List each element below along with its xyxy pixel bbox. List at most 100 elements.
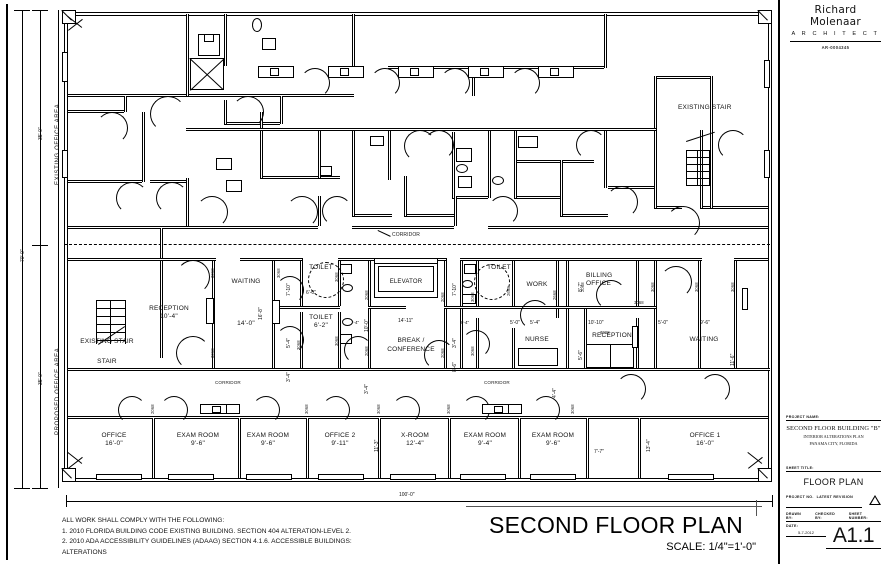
room-existing-stair-left: EXISTING STAIR existing-stair-left: [72, 338, 142, 346]
door-swing: [532, 396, 560, 424]
door-swing: [462, 330, 490, 358]
plan-title: SECOND FLOOR PLAN: [489, 512, 743, 538]
dim-2-4a: 2'-4": [350, 320, 360, 325]
door-swing: [286, 196, 318, 228]
room-reception-left: RECEPTION 10'-4": [134, 305, 204, 321]
room-dim: 16'-0": [696, 440, 714, 447]
corridor-label-main: CORRIDOR: [392, 232, 421, 238]
interior-wall: [68, 110, 124, 113]
interior-wall: [272, 258, 302, 261]
interior-wall: [636, 306, 656, 309]
dim-recep-r-w: 10'-10": [588, 320, 604, 326]
room-dim: 10'-4": [160, 313, 178, 320]
interior-wall: [636, 258, 639, 306]
door-swing: [176, 260, 210, 294]
room-dim: 9'-4": [478, 440, 492, 447]
interior-wall: [460, 368, 572, 371]
room-dim: 9'-6": [261, 440, 275, 447]
interior-wall: [592, 66, 604, 69]
interior-wall: [338, 258, 370, 261]
interior-wall: [238, 418, 241, 478]
window: [246, 474, 292, 480]
interior-wall: [68, 180, 142, 183]
dim-9-6: 9'-6": [700, 320, 710, 326]
architect-role: A R C H I T E C T: [791, 31, 880, 37]
dim-recep-5-6: 5'-6": [578, 350, 584, 360]
dim-tick: [32, 10, 48, 11]
room-name: EXISTING STAIR: [678, 104, 732, 111]
door-tag: 3068: [296, 340, 301, 350]
interior-wall: [734, 258, 768, 261]
dim-toilet-c-w: 5'-0": [510, 320, 520, 326]
dim-corr-3-4c: 3'-4": [364, 384, 370, 394]
stair-run-right: [686, 131, 715, 186]
door-tag: 3068: [470, 346, 475, 356]
zone-label-existing: EXISTING OFFICE AREA: [55, 103, 61, 185]
interior-wall: [306, 418, 309, 478]
room-waiting-right: WAITING: [676, 336, 732, 344]
general-notes: ALL WORK SHALL COMPLY WITH THE FOLLOWING…: [62, 516, 462, 558]
interior-wall: [488, 130, 491, 198]
door-leaf: [272, 300, 280, 324]
interior-wall: [368, 258, 371, 370]
casework: [632, 326, 638, 348]
interior-wall: [584, 306, 587, 370]
dim-break-width: 14'-11": [398, 318, 414, 324]
door-swing: [370, 68, 400, 98]
date-caption: DATE:: [786, 524, 799, 528]
door-swing: [392, 396, 420, 424]
architect-name: Richard Molenaar: [809, 4, 862, 28]
dim-work-v: 4'-4": [552, 388, 558, 398]
room-name: BREAK /: [397, 337, 425, 344]
room-nurse: NURSE: [512, 336, 562, 344]
interior-wall: [566, 368, 660, 371]
zone-label-proposed: PROPOSED OFFICE AREA: [55, 347, 61, 435]
room-dim: 14'-0": [237, 320, 255, 327]
dim-tick: [14, 488, 30, 489]
room-dim: 6'-2": [314, 322, 328, 329]
room-office-bl: OFFICE 16'-0": [78, 432, 150, 448]
interior-wall: [152, 418, 155, 478]
interior-wall: [160, 368, 272, 371]
notes-heading: ALL WORK SHALL COMPLY WITH THE FOLLOWING…: [62, 517, 225, 524]
project-name-line2: INTERIOR ALTERATIONS PLAN: [803, 434, 864, 439]
door-swing: [156, 182, 188, 214]
room-waiting-left-dim: 14'-0": [218, 320, 274, 328]
fixture: [216, 158, 232, 170]
exterior-wall-east: [768, 12, 772, 482]
interior-wall: [448, 418, 451, 478]
sink-icon: [550, 68, 559, 76]
dim-line-overall: [22, 10, 23, 488]
dim-waiting-r-v: 11'-6": [730, 353, 736, 366]
sink-icon: [410, 68, 419, 76]
dim-line-horizontal: [66, 501, 772, 502]
door-tag: 3068: [210, 348, 215, 358]
room-existing-stair-right: EXISTING STAIR: [656, 104, 732, 112]
room-name: EXAM ROOM: [176, 432, 220, 439]
room-name: TOILET: [309, 314, 333, 321]
door-tag: 2068: [364, 346, 369, 356]
door-swing: [196, 196, 228, 228]
project-name-line1: SECOND FLOOR BUILDING "B": [786, 425, 881, 432]
interior-wall: [608, 186, 656, 189]
room-name: OFFICE 1: [689, 432, 721, 439]
interior-wall: [476, 306, 514, 309]
interior-wall: [388, 66, 498, 69]
latest-rev-caption: LATEST REVISION: [816, 495, 853, 499]
interior-wall: [318, 196, 321, 226]
room-name: EXAM ROOM: [531, 432, 575, 439]
ada-clearance-circle: [474, 264, 510, 300]
interior-wall: [318, 130, 321, 178]
interior-wall: [654, 258, 657, 370]
interior-wall: [142, 112, 145, 182]
window: [62, 150, 68, 178]
interior-wall: [444, 306, 478, 309]
interior-wall-corridor-n: [68, 226, 318, 229]
door-swing: [520, 300, 550, 330]
door-tag: 3068: [210, 268, 215, 278]
exterior-wall-north: [64, 12, 772, 16]
door-tag: 3068: [600, 330, 610, 335]
room-name: OFFICE: [101, 432, 127, 439]
dim-tick: [14, 10, 30, 11]
leader-line: [377, 230, 391, 237]
